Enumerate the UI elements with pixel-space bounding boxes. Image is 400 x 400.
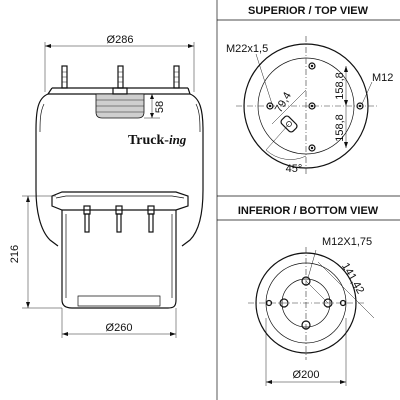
- top-angle-label: 45°: [286, 163, 303, 175]
- top-view-header: SUPERIOR / TOP VIEW: [248, 5, 369, 17]
- bottom-diameter: Ø200: [293, 369, 320, 381]
- bottom-hole-right: [323, 298, 333, 308]
- top-dim-upper: 158,8: [334, 72, 346, 100]
- top-thread-right: M12: [372, 72, 393, 84]
- bottom-hole-top: [301, 276, 311, 286]
- bellow-left: [35, 93, 59, 247]
- bottom-bolt-circle: 141,42: [339, 261, 366, 296]
- top-hole-left: [266, 102, 274, 110]
- piston-body: [61, 210, 177, 309]
- bottom-thread: M12X1,75: [322, 236, 372, 248]
- brand-main: Truck-ing: [128, 132, 187, 148]
- top-hole-center: [308, 102, 316, 110]
- piston-studs: [83, 205, 155, 233]
- bottom-diameter-label: Ø260: [106, 322, 133, 334]
- view-frames: [216, 0, 400, 400]
- top-diameter-dimension: Ø286: [44, 34, 195, 92]
- top-dim-offset: 79,4: [273, 90, 294, 115]
- top-hole-lower: [308, 144, 316, 152]
- fitting-height-dimension: 58: [144, 93, 166, 119]
- height-label: 216: [9, 245, 21, 263]
- bottom-diameter-dimension: Ø260: [61, 308, 177, 338]
- bottom-hole-left: [279, 298, 289, 308]
- top-plate: [46, 87, 191, 95]
- top-thread-left: M22x1,5: [226, 43, 268, 55]
- piston-top-ring: [51, 191, 189, 211]
- bottom-hole-bottom: [301, 320, 311, 330]
- height-dimension: 216: [9, 195, 62, 309]
- brand-logo: Truck-ing: [128, 132, 187, 148]
- top-hole-right: [356, 102, 364, 110]
- side-view: Ø286: [9, 34, 204, 338]
- fitting-height-label: 58: [154, 101, 166, 113]
- bottom-view: 141,42 M12X1,75 Ø200: [248, 236, 375, 386]
- top-view: 158,8 158,8 79,4 45° M22x1,5 M12: [226, 36, 393, 176]
- air-fitting: [95, 87, 145, 119]
- top-studs: [61, 65, 180, 89]
- top-dim-lower: 158,8: [334, 114, 346, 142]
- top-hole-upper: [308, 62, 316, 70]
- top-diameter-label: Ø286: [107, 34, 134, 46]
- bellow-right: [181, 93, 204, 247]
- bottom-view-header: INFERIOR / BOTTOM VIEW: [238, 205, 379, 217]
